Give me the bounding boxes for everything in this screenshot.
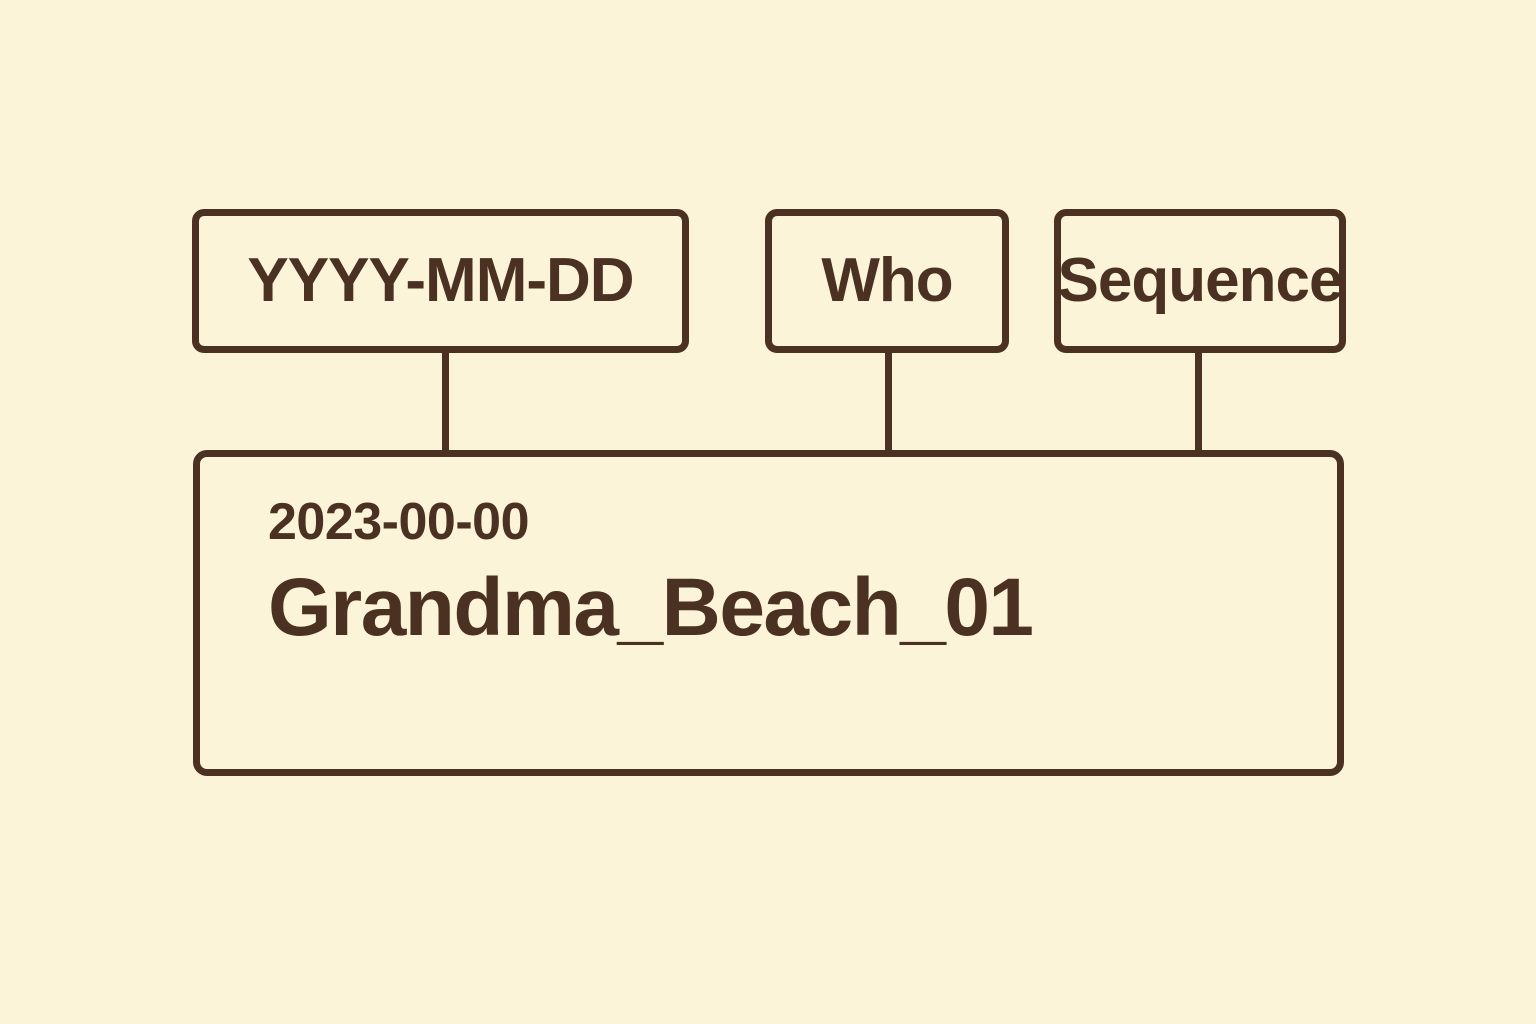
result-filename-line: Grandma_Beach_01 [268,561,1034,653]
part-box-date-pattern: YYYY-MM-DD [192,209,689,353]
connector-line-date-pattern [442,350,449,454]
result-text-stack: 2023-00-00 Grandma_Beach_01 [268,493,1034,653]
part-label-sequence: Sequence [1057,246,1344,315]
part-label-date-pattern: YYYY-MM-DD [247,246,634,315]
part-label-who: Who [821,246,953,315]
connector-line-who [885,350,892,454]
result-box-example-filename: 2023-00-00 Grandma_Beach_01 [193,450,1344,776]
connector-line-sequence [1195,350,1202,454]
part-box-sequence: Sequence [1054,209,1346,353]
result-date-line: 2023-00-00 [268,493,530,551]
part-box-who: Who [765,209,1009,353]
